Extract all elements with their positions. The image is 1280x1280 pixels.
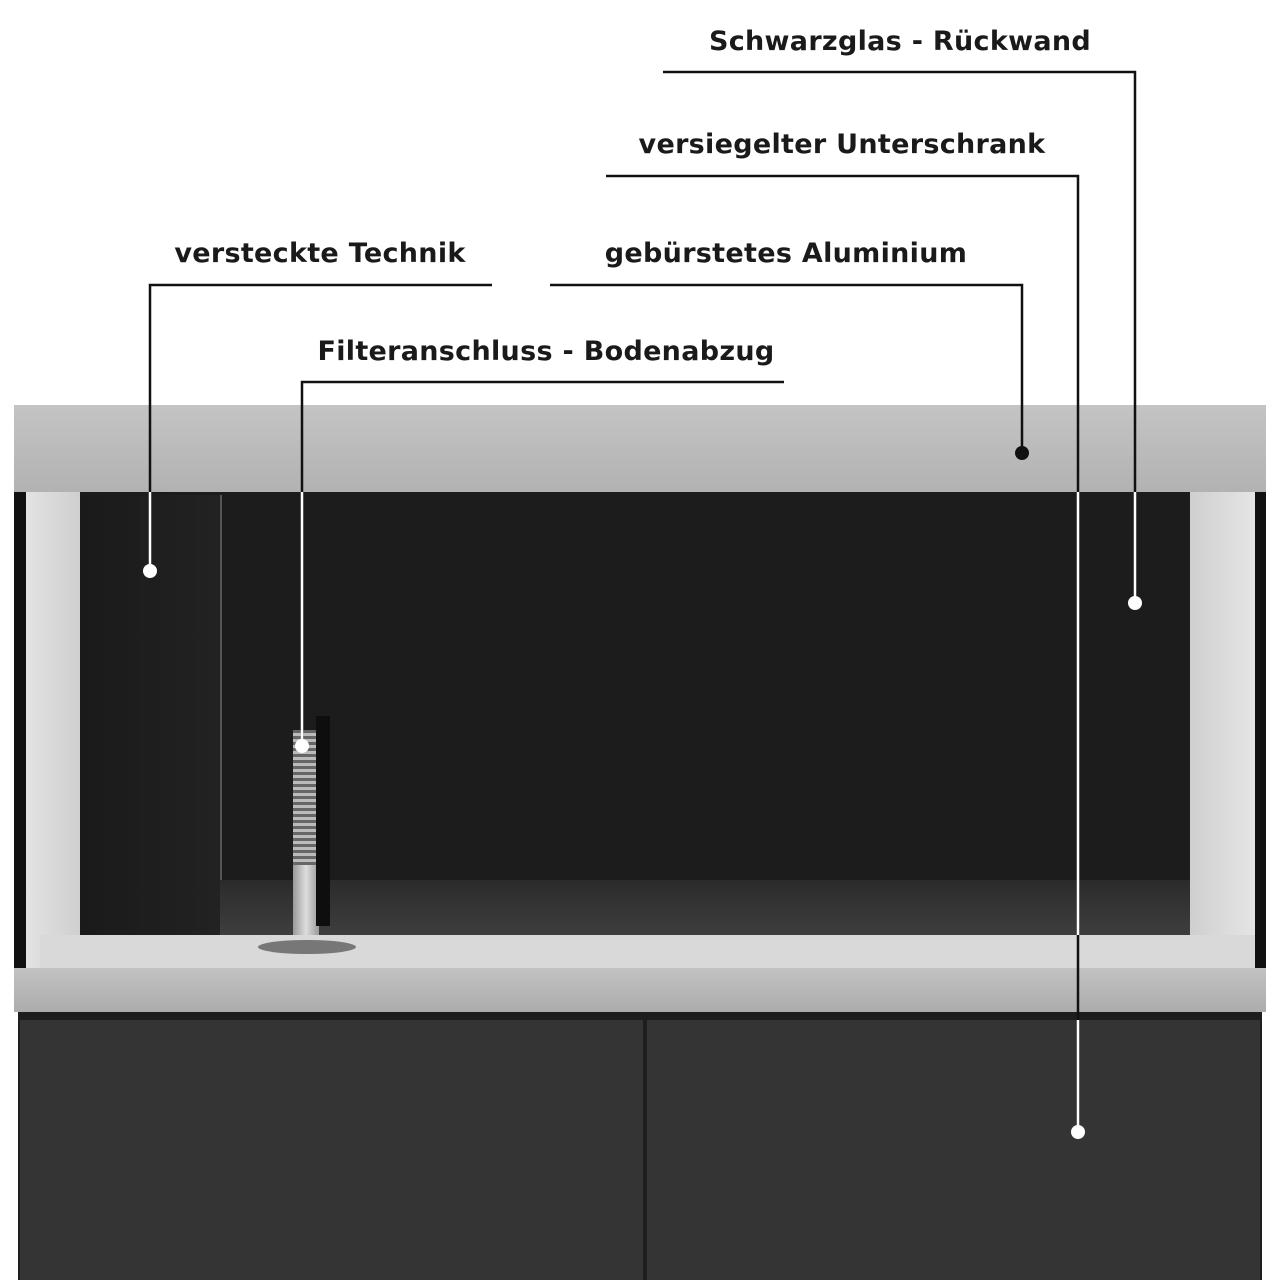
filter-flange <box>258 940 356 954</box>
overflow-pipe <box>316 716 330 926</box>
dot-filter <box>295 739 309 753</box>
dot-schwarzglas <box>1128 596 1142 610</box>
leader-technik <box>148 283 492 571</box>
cabinet <box>18 1012 1262 1280</box>
dot-unterschrank <box>1071 1125 1085 1139</box>
right-edge <box>1255 492 1266 968</box>
label-filter: Filteranschluss - Bodenabzug <box>317 336 775 367</box>
leader-filter <box>300 380 784 746</box>
label-technik: versteckte Technik <box>174 238 466 269</box>
top-frame <box>14 405 1266 492</box>
filter-pipe <box>293 730 317 865</box>
back-floor-strip <box>220 880 1190 935</box>
left-edge <box>14 492 26 968</box>
left-side-glass <box>26 492 80 968</box>
right-side-glass <box>1190 492 1255 968</box>
back-glass-panel <box>80 492 1190 937</box>
leader-aluminium <box>550 283 1024 453</box>
leader-schwarzglas <box>663 70 1137 603</box>
dot-technik <box>143 564 157 578</box>
dot-aluminium <box>1015 446 1029 460</box>
leader-unterschrank <box>606 174 1080 1132</box>
label-aluminium: gebürstetes Aluminium <box>604 238 968 269</box>
cabinet-door-right[interactable] <box>647 1020 1260 1280</box>
filter-pipe-base <box>293 865 319 935</box>
label-unterschrank: versiegelter Unterschrank <box>638 129 1046 160</box>
label-schwarzglas: Schwarzglas - Rückwand <box>708 26 1092 57</box>
floor <box>40 935 1255 968</box>
cabinet-door-left[interactable] <box>20 1020 643 1280</box>
bottom-frame <box>14 968 1266 1012</box>
